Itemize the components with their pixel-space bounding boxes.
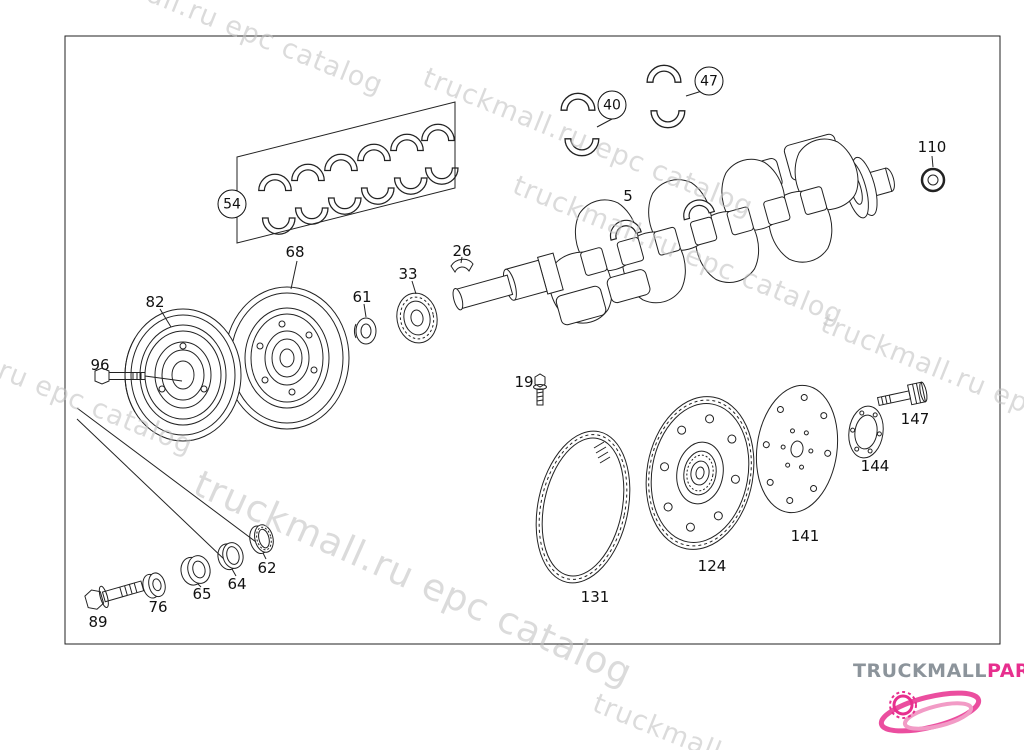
part-label-5[interactable]: 5: [623, 187, 633, 205]
spacer-65: [180, 555, 211, 586]
logo-parts-text: PARTS: [987, 660, 1024, 682]
part-label-110[interactable]: 110: [917, 138, 947, 156]
brand-logo: TRUCKMALLPARTS: [853, 660, 1024, 682]
part-label-124[interactable]: 124: [697, 557, 727, 575]
logo-truckmall-text: TRUCKMALL: [853, 660, 988, 682]
seal-ring-110: [920, 167, 946, 193]
part-label-131[interactable]: 131: [580, 588, 610, 606]
part-label-61[interactable]: 61: [352, 288, 372, 306]
plate-141: [755, 384, 839, 514]
part-label-96[interactable]: 96: [90, 356, 110, 374]
part-label-62[interactable]: 62: [257, 559, 277, 577]
part-label-33[interactable]: 33: [398, 265, 418, 283]
assembly-axis-lines: [76, 407, 257, 562]
part-label-144[interactable]: 144: [860, 457, 890, 475]
part-label-64[interactable]: 64: [227, 575, 247, 593]
part-label-141[interactable]: 141: [790, 527, 820, 545]
part-label-26[interactable]: 26: [452, 242, 472, 260]
part-label-47[interactable]: 47: [694, 66, 724, 96]
part-label-40[interactable]: 40: [597, 90, 627, 120]
part-label-68[interactable]: 68: [285, 243, 305, 261]
part-label-76[interactable]: 76: [148, 598, 168, 616]
part-label-54[interactable]: 54: [217, 189, 247, 219]
bolt-19: [533, 373, 547, 406]
collar-62: [249, 524, 274, 554]
spacer-ring-61: [353, 317, 377, 345]
gear-33: [396, 292, 438, 344]
pulley: [124, 308, 242, 442]
bearing-shell-strip: [236, 101, 458, 244]
bolt-147: [876, 381, 928, 407]
border-frame: [64, 35, 1001, 645]
damper-disc: [224, 286, 350, 430]
ring-gear-131: [535, 430, 631, 584]
washer-76: [142, 572, 166, 599]
part-label-19[interactable]: 19: [514, 373, 534, 391]
bolt-89: [84, 580, 145, 610]
crankshaft: [452, 131, 895, 331]
part-label-65[interactable]: 65: [192, 585, 212, 603]
flywheel-124: [645, 396, 755, 550]
part-label-89[interactable]: 89: [88, 613, 108, 631]
part-label-147[interactable]: 147: [900, 410, 930, 428]
part-label-82[interactable]: 82: [145, 293, 165, 311]
ring-gear-teeth-detail: [593, 441, 611, 464]
bolt-96: [94, 367, 183, 385]
key-26: [450, 258, 474, 273]
logo-swirl: [878, 690, 982, 734]
washer-64: [217, 542, 244, 571]
flange-144: [848, 405, 884, 459]
